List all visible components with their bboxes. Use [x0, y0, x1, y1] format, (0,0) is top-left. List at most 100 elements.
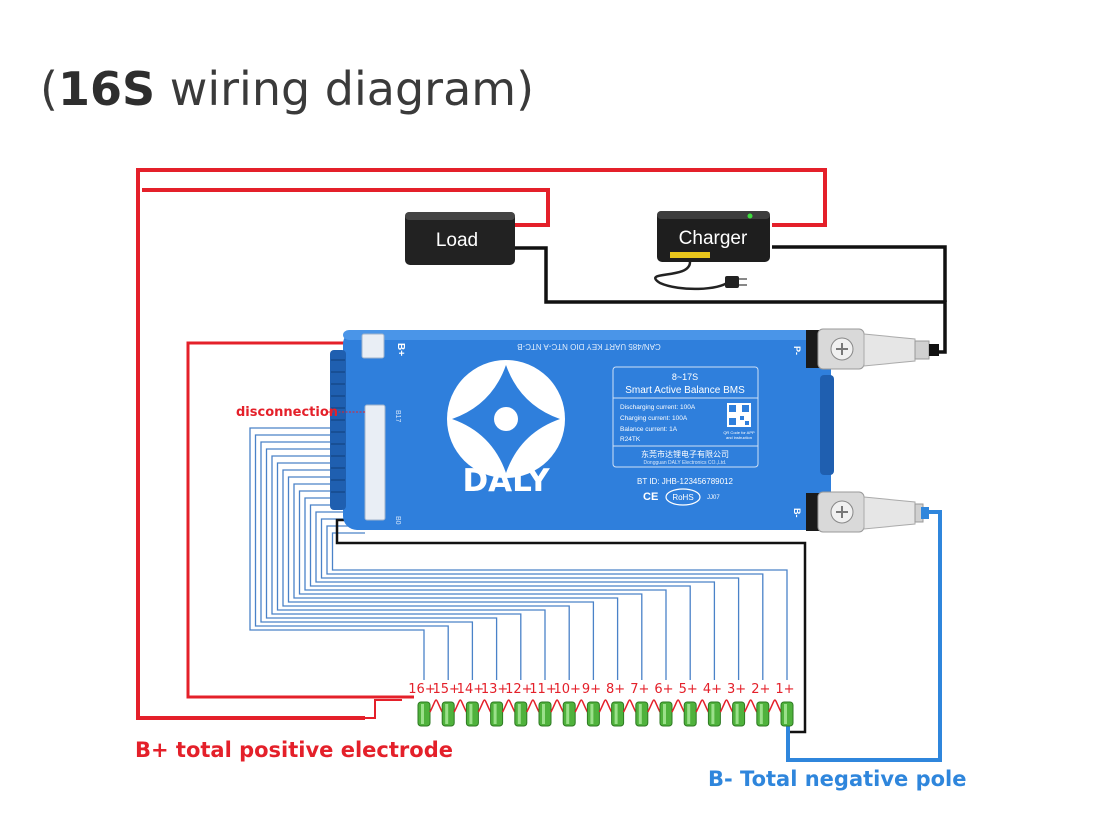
b-plus-main-wire [136, 168, 827, 720]
series-link [501, 699, 516, 713]
cell-label: 16+ [408, 682, 435, 697]
cell-highlight [590, 704, 594, 724]
sense-wire [331, 532, 788, 680]
bms-port-labels: CAN/485 UART KEY DIO NTC-A NTC-B [517, 342, 661, 351]
charger-label: Charger [679, 228, 748, 249]
disconnection-label: disconnection [236, 405, 338, 420]
bms-unit: B+ B17 B0 CAN/485 UART KEY DIO NTC-A NTC… [330, 330, 834, 530]
b-plus-connector [361, 333, 385, 359]
cell-label: 5+ [679, 682, 698, 697]
bt-id-text: BT ID: JHB-123456789012 [637, 477, 733, 486]
svg-text:Balance current: 1A: Balance current: 1A [620, 426, 678, 433]
negative-caption: B- Total negative pole [708, 767, 967, 791]
positive-wires [136, 168, 827, 720]
svg-text:Charging current: 100A: Charging current: 100A [620, 415, 688, 422]
series-link [429, 699, 443, 713]
series-link [598, 699, 613, 713]
bms-b-plus-wire [186, 341, 414, 699]
positive-caption: B+ total positive electrode [135, 738, 453, 762]
sense-wire [309, 504, 691, 680]
bms-label-panel: 8~17S Smart Active Balance BMS Dischargi… [612, 366, 759, 468]
load-negative-wire [514, 246, 947, 354]
load-positive-wire [142, 188, 550, 227]
cell-label: 13+ [481, 682, 508, 697]
cell-highlight [493, 704, 497, 724]
cell-label: 8+ [606, 682, 625, 697]
sense-wire [287, 476, 595, 680]
series-link [453, 699, 468, 713]
svg-text:and instruction: and instruction [726, 435, 752, 440]
series-link [768, 699, 782, 713]
series-link [647, 699, 661, 713]
svg-text:Discharging current: 100A: Discharging current: 100A [620, 404, 696, 411]
cell-highlight [445, 704, 449, 724]
bms-heatsink-fins [330, 350, 346, 510]
series-link [550, 699, 564, 713]
sense-wire [298, 490, 643, 680]
sense-wire [249, 427, 425, 680]
svg-text:东莞市达锂电子有限公司: 东莞市达锂电子有限公司 [641, 449, 729, 459]
cell-label: 14+ [457, 682, 484, 697]
p-minus-cable [806, 328, 939, 370]
svg-text:QR Code for APP: QR Code for APP [723, 430, 755, 435]
load-box: Load [405, 212, 515, 265]
series-link [671, 699, 685, 713]
charger-led-icon [747, 213, 753, 219]
cell-label: 12+ [505, 682, 532, 697]
cell-highlight [566, 704, 570, 724]
cell-highlight [638, 704, 642, 724]
brand-text: DALY [462, 463, 550, 499]
rohs-mark: RoHS [672, 493, 693, 502]
ce-mark: CE [643, 491, 658, 503]
sense-wire [304, 497, 667, 680]
series-link [526, 699, 540, 713]
sense-wire [260, 441, 474, 680]
cell-highlight [711, 704, 715, 724]
sense-wire [271, 455, 522, 680]
cell-label: 9+ [582, 682, 601, 697]
series-link [695, 699, 710, 713]
cell-label: 1+ [775, 682, 794, 697]
daly-logo-icon [447, 360, 565, 478]
cell-highlight [614, 704, 618, 724]
cell-label: 11+ [529, 682, 556, 697]
sense-wire [254, 434, 449, 680]
balance-sense-wires [249, 427, 788, 680]
b-minus-label: B- [792, 508, 802, 518]
b-plus-port-label: B+ [395, 343, 406, 356]
series-link [622, 699, 637, 713]
cell-highlight [735, 704, 739, 724]
series-link [477, 699, 492, 713]
cell-label: 4+ [703, 682, 722, 697]
sense-wire [276, 462, 546, 680]
negative-output-wires [335, 245, 947, 734]
charger-box: Charger [654, 211, 770, 291]
series-link [719, 699, 734, 713]
sense-wire [282, 469, 570, 680]
b-minus-cable [806, 491, 929, 533]
series-link [574, 699, 589, 713]
sense-wire [265, 448, 498, 680]
b-plus-tail-wire [365, 699, 402, 719]
cell-label: 6+ [654, 682, 673, 697]
charger-negative-wire [772, 245, 947, 302]
sense-connector [364, 404, 386, 521]
cell-highlight [663, 704, 666, 724]
cell-highlight [784, 704, 787, 724]
sense-wire [293, 483, 619, 680]
svg-text:R24TK: R24TK [620, 436, 641, 443]
charger-cord-icon [654, 261, 729, 291]
sense-wire [315, 511, 716, 680]
battery-cells: 16+15+14+13+12+11+10+9+8+7+6+5+4+3+2+1+ [408, 682, 795, 727]
page-title: (16S wiring diagram) [40, 62, 535, 116]
cell-label: 3+ [727, 682, 746, 697]
b0-port-label: B0 [394, 516, 401, 525]
cell-highlight [469, 704, 473, 724]
cell-label: 7+ [630, 682, 649, 697]
b0-ground-wire [335, 518, 807, 734]
b17-port-label: B17 [394, 410, 401, 423]
cell-highlight [421, 704, 424, 724]
cell-highlight [517, 704, 521, 724]
p-minus-label: P- [792, 346, 802, 355]
